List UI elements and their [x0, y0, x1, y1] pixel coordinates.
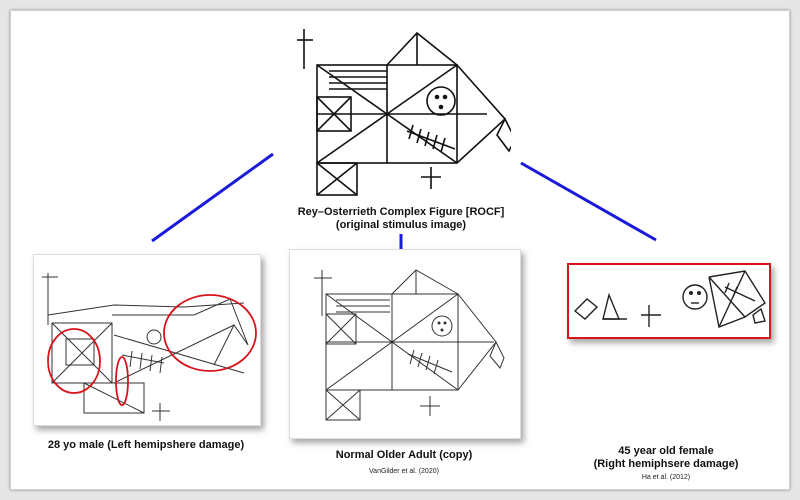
panel-center-caption: Normal Older Adult (copy): [335, 449, 473, 461]
panel-center-drawing: [289, 249, 521, 439]
stimulus-caption-line1: Rey–Osterrieth Complex Figure [ROCF]: [297, 206, 505, 218]
panel-right-citation: Ha et al. (2012): [641, 474, 691, 481]
panel-right-caption-line1: 45 year old female: [618, 445, 714, 457]
left-patient-drawing: [42, 273, 257, 421]
panel-right-caption: 45 year old female (Right hemiphsere dam…: [551, 445, 781, 471]
rocf-stimulus-figure: [297, 29, 511, 196]
connector-left: [151, 152, 274, 243]
right-patient-drawing: [573, 270, 766, 328]
panel-right-caption-line2: (Right hemiphsere damage): [593, 458, 739, 470]
panel-right-drawing: [567, 263, 771, 339]
stimulus-caption-line2: (original stimulus image): [335, 219, 467, 231]
panel-left-caption: 28 yo male (Left hemipshere damage): [47, 439, 245, 451]
panel-left-drawing: [33, 254, 261, 426]
panel-center-citation: VanGilder et al. (2020): [369, 468, 439, 475]
connector-lines: [151, 152, 657, 249]
stimulus-caption: Rey–Osterrieth Complex Figure [ROCF] (or…: [261, 206, 541, 232]
connector-right: [520, 161, 657, 242]
slide-frame: Rey–Osterrieth Complex Figure [ROCF] (or…: [10, 10, 790, 490]
normal-adult-drawing: [314, 269, 505, 421]
